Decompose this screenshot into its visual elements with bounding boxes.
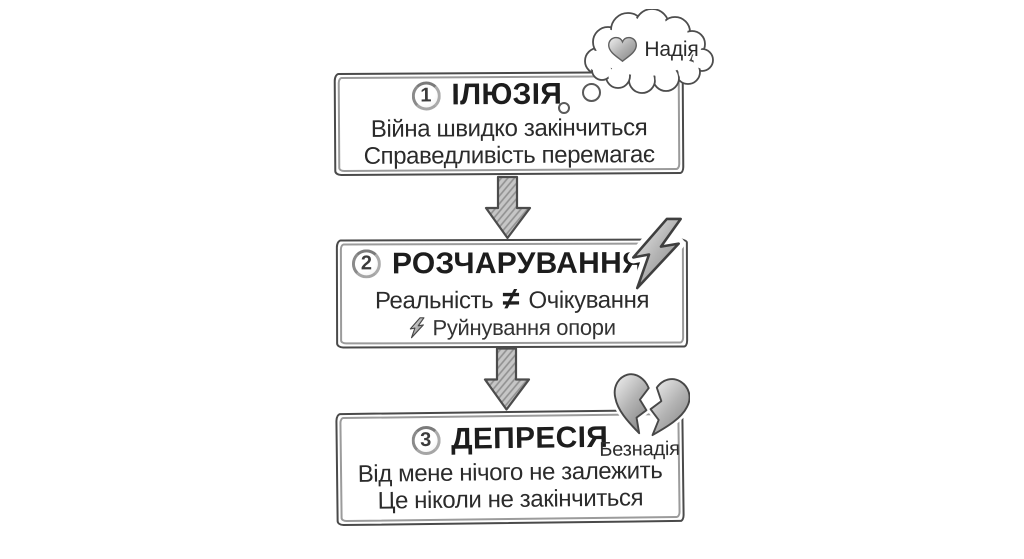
stage-text-line: Реальність ≠ Очікування [374, 280, 649, 316]
lightning-icon [624, 216, 686, 291]
stage-title-row: 3 ДЕПРЕСІЯ [411, 421, 608, 457]
stage-text-line: Війна швидко закінчиться [370, 114, 648, 143]
stage-title: РОЗЧАРУВАННЯ [391, 246, 644, 280]
stage-number-badge: 1 [411, 80, 441, 111]
stage-title-row: 2 РОЗЧАРУВАННЯ [351, 246, 644, 281]
thought-trail-dot [582, 83, 601, 102]
thought-bubble-label: Надія [644, 38, 699, 61]
stage-number-badge: 3 [411, 425, 441, 455]
broken-heart-icon [611, 371, 690, 444]
thought-bubble: Надія [577, 9, 715, 95]
not-equal-symbol: ≠ [502, 280, 520, 316]
thought-bubble-content: Надія [577, 9, 715, 95]
support-destruction-label: Руйнування опори [432, 314, 616, 340]
thought-trail-dot [558, 102, 570, 114]
arrow-down-icon [483, 347, 531, 411]
lightning-icon [410, 317, 425, 339]
arrow-down-icon [484, 175, 532, 240]
stage-text-line: Справедливість перемагає [363, 141, 655, 170]
stage-title-row: 1 ІЛЮЗІЯ [411, 78, 562, 113]
stage-sub-line: Руйнування опори [408, 314, 616, 341]
stage-number-badge: 2 [351, 249, 381, 279]
reality-label: Реальність [374, 286, 494, 314]
heart-icon [608, 36, 638, 63]
stage-text-line: Від мене нічого не залежить [357, 457, 663, 488]
stage-title: ДЕПРЕСІЯ [450, 420, 609, 456]
stage-title: ІЛЮЗІЯ [451, 77, 563, 112]
stage-text-line: Це ніколи не закінчиться [377, 484, 644, 515]
